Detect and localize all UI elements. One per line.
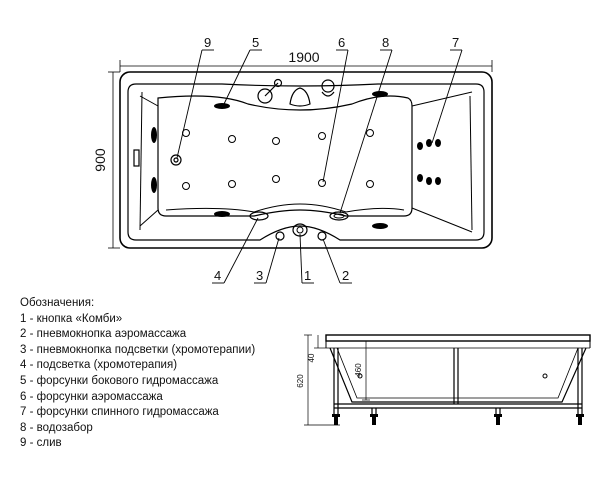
total-height-label: 620 xyxy=(296,374,305,388)
callout-6: 6 xyxy=(338,35,345,50)
overflow-fitting xyxy=(289,87,311,107)
legend-item: 3 - пневмокнопка подсветки (хромотерапии… xyxy=(20,343,256,356)
side-tub-body xyxy=(329,347,587,403)
legend-item: 2 - пневмокнопка аэромассажа xyxy=(20,328,187,341)
drain xyxy=(170,154,182,166)
callout-1: 1 xyxy=(304,268,311,283)
legend-item: 7 - форсунки спинного гидромассажа xyxy=(20,406,219,419)
callout-5: 5 xyxy=(252,35,259,50)
tub-inner-rim xyxy=(127,83,485,241)
top-view xyxy=(119,71,493,249)
legend-title: Обозначения: xyxy=(20,297,95,309)
depth-label: 460 xyxy=(354,363,363,377)
width-dimension-label: 900 xyxy=(92,148,108,172)
light-pneumo-button xyxy=(275,231,285,241)
legend-item: 9 - слив xyxy=(20,437,62,450)
legend-item: 1 - кнопка «Комби» xyxy=(20,312,123,325)
legend-item: 4 - подсветка (хромотерапия) xyxy=(20,359,178,372)
callout-9: 9 xyxy=(204,35,211,50)
chromotherapy-light xyxy=(249,211,269,221)
basin-lower-edge xyxy=(165,203,405,213)
side-frame xyxy=(333,348,583,414)
tub-outer-rim xyxy=(119,71,493,249)
legend-item: 6 - форсунки аэромассажа xyxy=(20,390,163,403)
legend-item: 8 - водозабор xyxy=(20,421,93,434)
tub-basin xyxy=(157,95,413,217)
dimension-lines xyxy=(108,60,493,249)
legend-item: 5 - форсунки бокового гидромассажа xyxy=(20,374,219,387)
slope-lines xyxy=(139,91,473,233)
callout-leaders xyxy=(176,49,463,284)
callout-7: 7 xyxy=(452,35,459,50)
callout-numbers: 9 5 6 8 7 4 3 1 2 xyxy=(204,35,459,283)
side-hydro-nozzles xyxy=(151,91,388,229)
water-intake xyxy=(329,211,349,221)
aero-pneumo-button xyxy=(317,231,327,241)
callout-8: 8 xyxy=(382,35,389,50)
side-feet xyxy=(332,414,584,425)
legend: Обозначения: 1 - кнопка «Комби» 2 - пнев… xyxy=(20,296,300,452)
callout-3: 3 xyxy=(256,268,263,283)
rim-height-label: 40 xyxy=(307,353,316,362)
callout-2: 2 xyxy=(342,268,349,283)
callout-4: 4 xyxy=(214,268,221,283)
back-hydro-nozzles xyxy=(417,139,441,185)
faucet-right xyxy=(321,79,335,97)
side-view xyxy=(304,334,591,426)
side-rim xyxy=(325,334,591,342)
side-hinge xyxy=(133,149,140,167)
length-dimension-label: 1900 xyxy=(288,49,319,65)
aero-nozzles xyxy=(182,129,374,190)
faucet-left xyxy=(257,78,283,104)
